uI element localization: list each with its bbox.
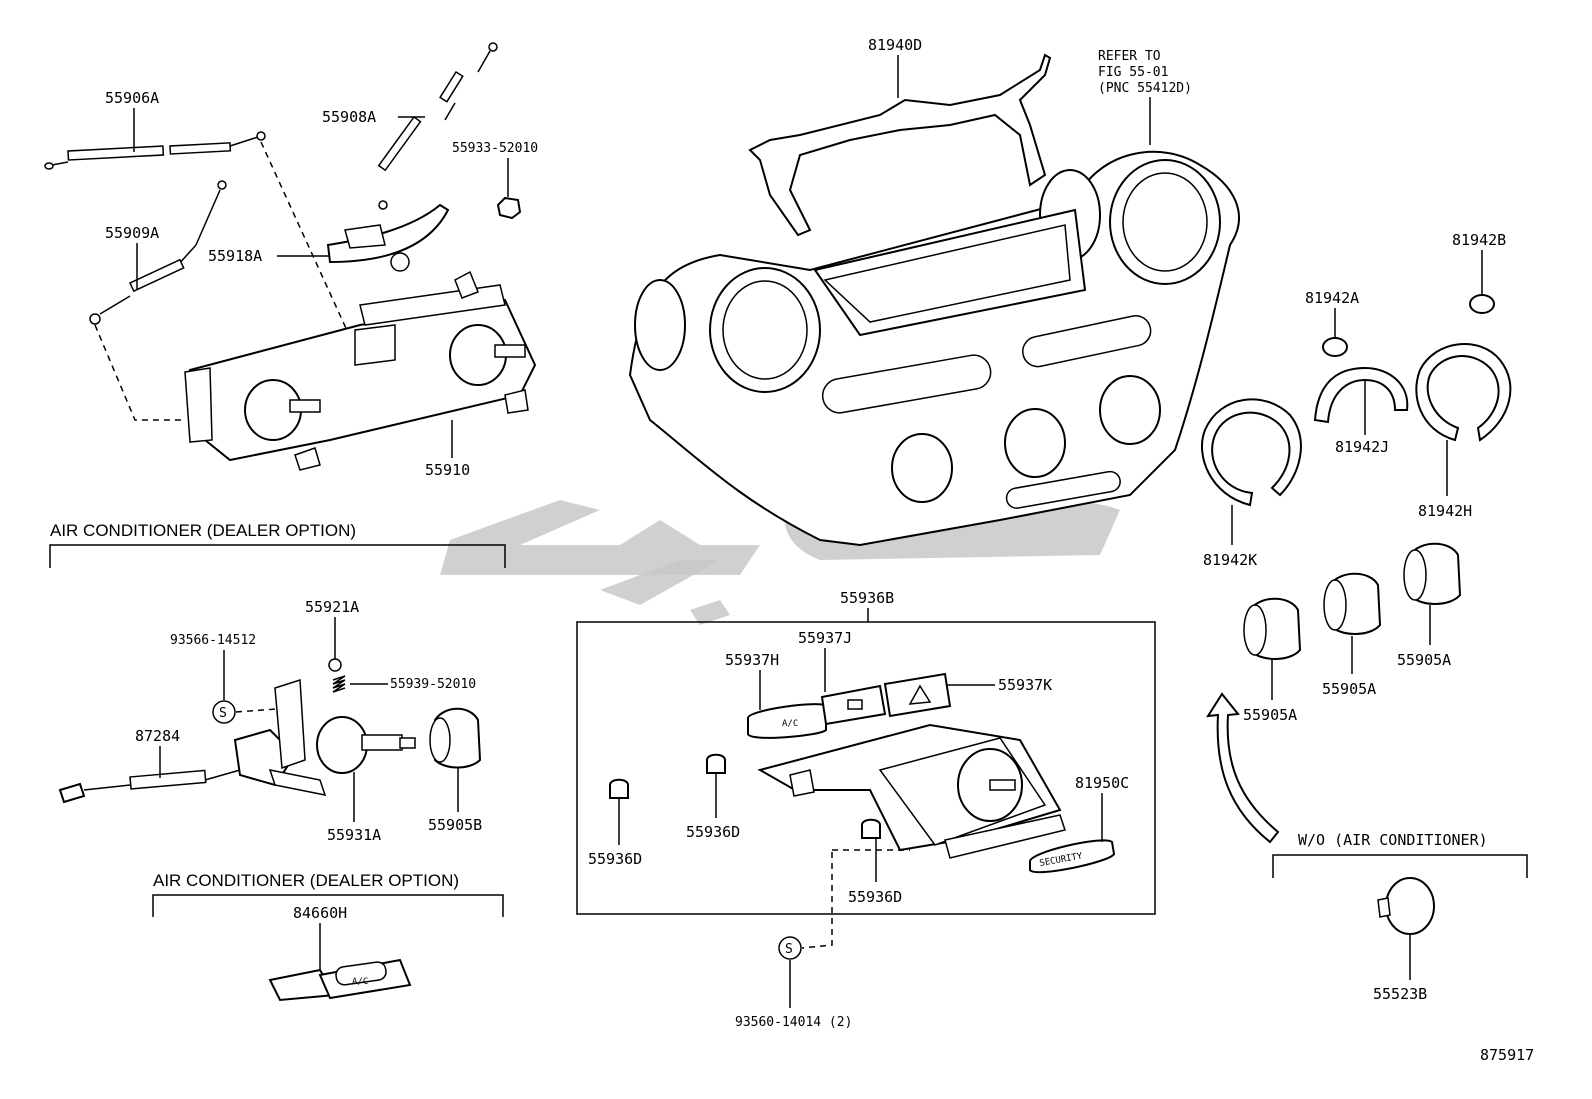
security-indicator-81950C: SECURITY xyxy=(1028,839,1116,874)
svg-text:FIG 55-01: FIG 55-01 xyxy=(1098,65,1168,80)
label-81942A: 81942A xyxy=(1305,289,1359,307)
label-55909A: 55909A xyxy=(105,224,159,242)
svg-text:A/C: A/C xyxy=(352,977,368,987)
svg-text:REFER TO: REFER TO xyxy=(1098,49,1161,64)
label-55937H: 55937H xyxy=(725,651,779,669)
label-55931A: 55931A xyxy=(327,826,381,844)
label-81940D: 81940D xyxy=(868,36,922,54)
label-81942K: 81942K xyxy=(1203,551,1257,569)
screw-symbol-93560 xyxy=(778,936,802,960)
label-55936D-c: 55936D xyxy=(848,888,902,906)
switch-bracket-panel xyxy=(757,723,1066,859)
knob-55905A-b xyxy=(1323,572,1382,635)
label-84660H: 84660H xyxy=(293,904,347,922)
figure-id: 875917 xyxy=(1480,1046,1534,1064)
instrument-panel-finish xyxy=(628,150,1240,547)
ball-55921A xyxy=(328,658,342,672)
label-55918A: 55918A xyxy=(208,247,262,265)
svg-text:S: S xyxy=(219,706,227,721)
label-55939: 55939-52010 xyxy=(390,677,476,692)
svg-text:S: S xyxy=(785,942,793,957)
label-55937K: 55937K xyxy=(998,676,1052,694)
label-55905A-b: 55905A xyxy=(1322,680,1376,698)
dial-plate-81942J xyxy=(1313,366,1409,424)
label-55908A: 55908A xyxy=(322,108,376,126)
switch-assembly-87284 xyxy=(58,678,327,804)
bulb-55936D-c xyxy=(861,818,881,839)
label-55936B: 55936B xyxy=(840,589,894,607)
dial-plate-81942K xyxy=(1201,398,1302,507)
switch-55931A xyxy=(316,716,416,774)
svg-text:(PNC 55412D): (PNC 55412D) xyxy=(1098,81,1192,96)
label-55905A-a: 55905A xyxy=(1243,706,1297,724)
switch-84660H: A/C xyxy=(268,958,412,1002)
label-55936D-a: 55936D xyxy=(588,850,642,868)
refer-note: REFER TO FIG 55-01 (PNC 55412D) xyxy=(1098,49,1192,145)
label-93560: 93560-14014 (2) xyxy=(735,1015,852,1030)
label-55933: 55933-52010 xyxy=(452,141,538,156)
label-93566: 93566-14512 xyxy=(170,633,256,648)
label-55906A: 55906A xyxy=(105,89,159,107)
nut-81942B xyxy=(1469,294,1495,314)
screw-symbol-93566 xyxy=(212,700,236,724)
knob-55905A-a xyxy=(1243,597,1302,660)
section-header-ac-dealer-option-2: AIR CONDITIONER (DEALER OPTION) xyxy=(153,871,459,890)
section-header-ac-dealer-option-1: AIR CONDITIONER (DEALER OPTION) xyxy=(50,521,356,540)
svg-text:A/C: A/C xyxy=(782,719,798,729)
bulb-55936D-a xyxy=(609,778,629,799)
hazard-switch-55937K xyxy=(883,672,952,718)
label-81942B: 81942B xyxy=(1452,231,1506,249)
cable-55908A xyxy=(377,42,498,210)
bulb-55936D-b xyxy=(706,753,726,774)
wire-harness-81940D xyxy=(748,53,1052,237)
cable-55909A xyxy=(89,180,227,325)
cable-55906A xyxy=(44,131,266,170)
label-87284: 87284 xyxy=(135,727,180,745)
label-55905B: 55905B xyxy=(428,816,482,834)
label-55910: 55910 xyxy=(425,461,470,479)
lever-55918A xyxy=(326,203,450,272)
switch-55937H: A/C xyxy=(747,703,827,739)
label-81942H: 81942H xyxy=(1418,502,1472,520)
direction-arrow xyxy=(1206,692,1280,844)
cover-55523B xyxy=(1377,877,1435,935)
label-55523B: 55523B xyxy=(1373,985,1427,1003)
knob-55905A-c xyxy=(1403,542,1462,605)
label-55937J: 55937J xyxy=(798,629,852,647)
clip-55933 xyxy=(496,196,522,220)
switch-panel-frame xyxy=(576,621,1156,915)
heater-control-55910 xyxy=(184,270,537,471)
knob-55905B xyxy=(429,707,482,769)
label-55921A: 55921A xyxy=(305,598,359,616)
nut-81942A xyxy=(1322,337,1348,357)
section-header-wo-air-conditioner: W/O (AIR CONDITIONER) xyxy=(1298,831,1488,849)
label-81942J: 81942J xyxy=(1335,438,1389,456)
switch-55937J xyxy=(820,684,887,726)
label-55936D-b: 55936D xyxy=(686,823,740,841)
label-55905A-c: 55905A xyxy=(1397,651,1451,669)
label-81950C: 81950C xyxy=(1075,774,1129,792)
dial-plate-81942H xyxy=(1415,343,1512,442)
spring-55939 xyxy=(332,675,346,693)
